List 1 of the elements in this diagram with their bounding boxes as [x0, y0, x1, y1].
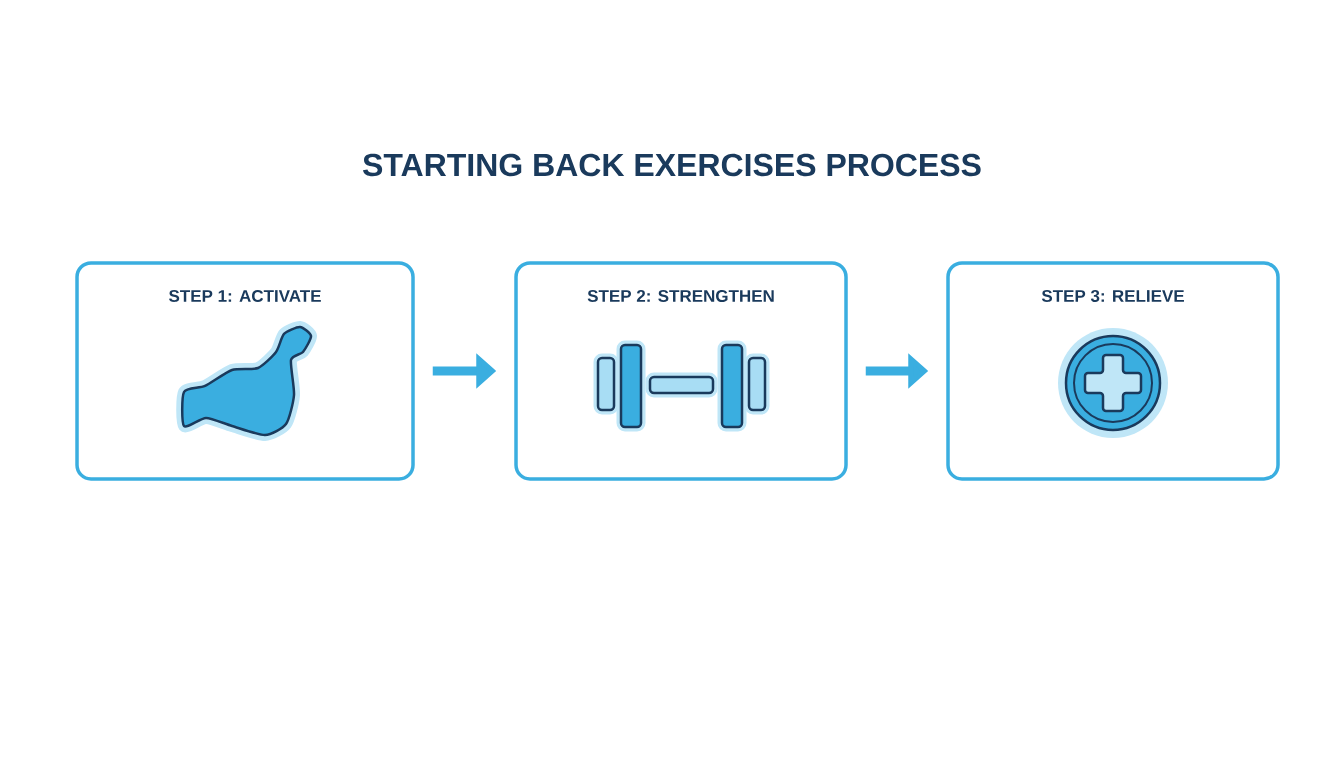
- title: STARTING BACK EXERCISES PROCESS: [362, 153, 981, 177]
